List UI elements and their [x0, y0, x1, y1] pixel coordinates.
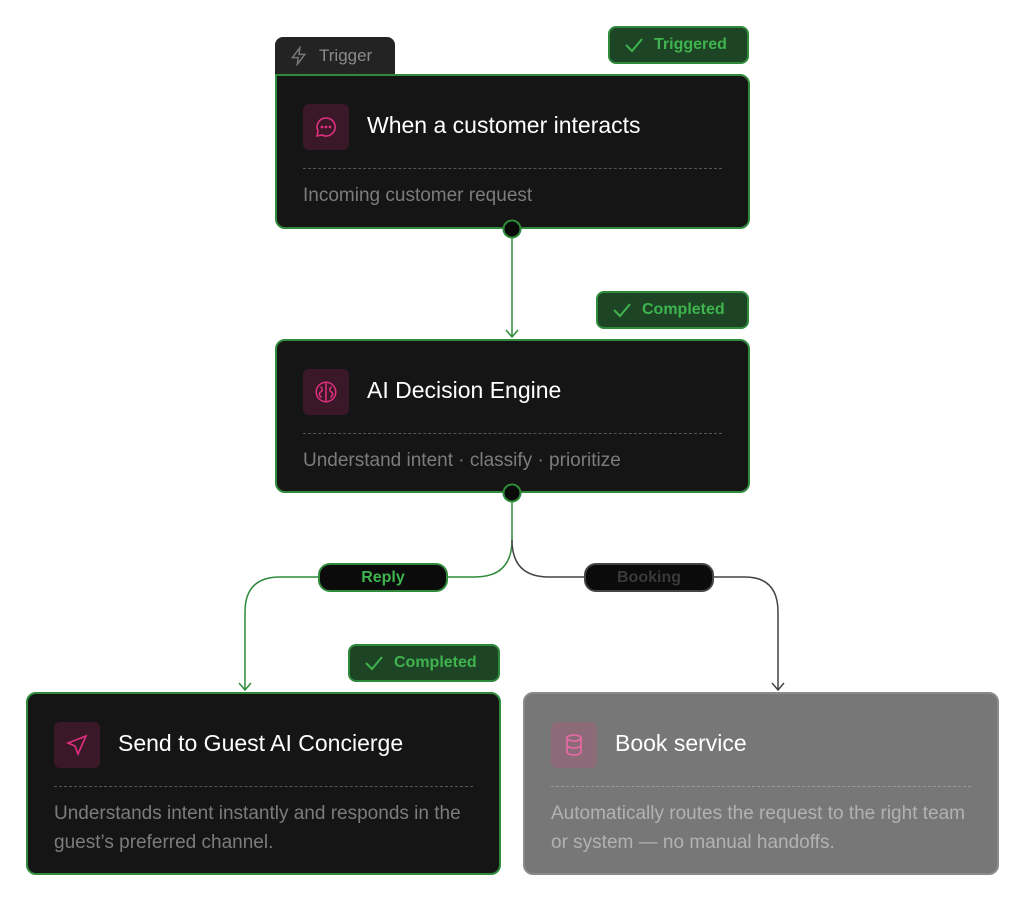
output-port[interactable] [502, 483, 522, 503]
output-port[interactable] [502, 219, 522, 239]
send-icon [54, 722, 100, 768]
card-title: Send to Guest AI Concierge [118, 730, 404, 756]
card-title: When a customer interacts [367, 112, 641, 138]
engine-card[interactable]: AI Decision Engine Understand intent · c… [275, 339, 750, 493]
trigger-card[interactable]: When a customer interacts Incoming custo… [275, 74, 750, 229]
lightning-icon [290, 46, 307, 66]
divider [54, 786, 473, 787]
status-text: Completed [642, 301, 725, 318]
triggered-badge: Triggered [608, 26, 749, 64]
booking-card[interactable]: Book service Automatically routes the re… [523, 692, 999, 875]
card-description: Automatically routes the request to the … [551, 803, 965, 853]
connector-reply [238, 493, 513, 692]
status-text: Completed [394, 654, 477, 671]
card-title: Book service [615, 730, 747, 756]
status-text: Triggered [654, 36, 727, 53]
divider [551, 786, 971, 787]
booking-branch-label[interactable]: Booking [584, 563, 714, 592]
divider [303, 168, 722, 169]
check-icon [625, 38, 643, 53]
card-title: AI Decision Engine [367, 377, 562, 403]
chat-icon [303, 104, 349, 150]
brain-icon [303, 369, 349, 415]
check-icon [365, 656, 383, 671]
card-description: Incoming customer request [303, 185, 533, 206]
engine-status-badge: Completed [596, 291, 749, 329]
database-icon [551, 722, 597, 768]
card-description: Understands intent instantly and respond… [54, 803, 461, 853]
concierge-card[interactable]: Send to Guest AI Concierge Understands i… [26, 692, 501, 875]
reply-branch-label[interactable]: Reply [318, 563, 448, 592]
connector-trigger-engine [505, 229, 519, 339]
concierge-status-badge: Completed [348, 644, 500, 682]
trigger-tab-label: Trigger [319, 46, 373, 65]
check-icon [613, 303, 631, 318]
card-description: Understand intent · classify · prioritiz… [303, 450, 621, 471]
divider [303, 433, 722, 434]
trigger-tab: Trigger [275, 37, 395, 75]
